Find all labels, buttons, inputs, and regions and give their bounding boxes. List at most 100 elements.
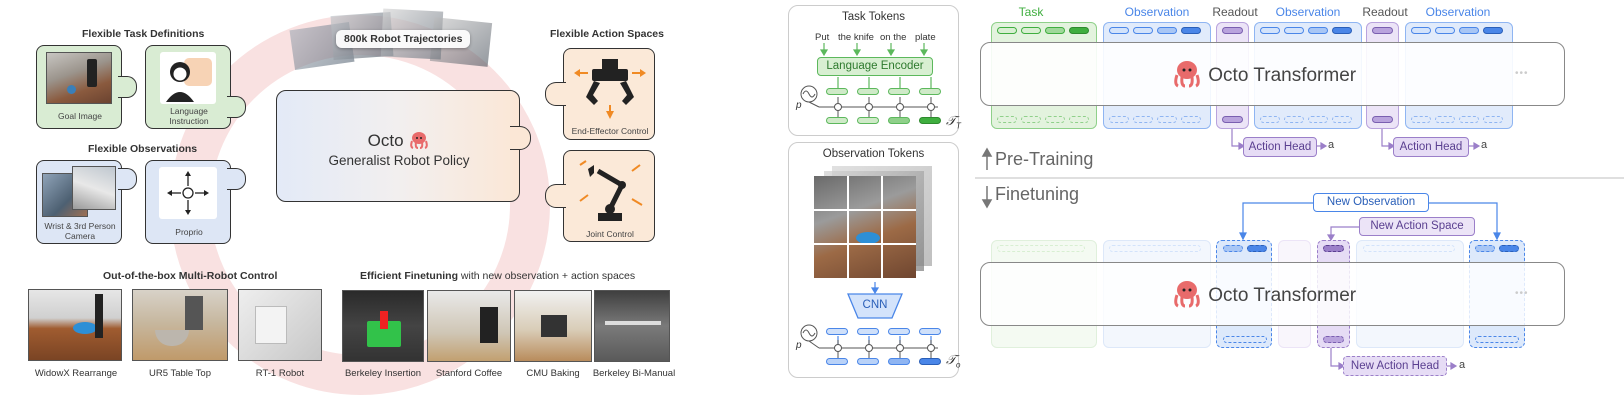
new-obs-token <box>1475 245 1495 252</box>
robot-photo-widowx <box>28 289 122 361</box>
language-label-line2: Instruction <box>169 116 209 126</box>
output-token <box>1133 116 1153 123</box>
person-speaking-icon <box>166 58 212 102</box>
piece-knob <box>118 168 137 190</box>
task-tokens-box <box>788 5 959 136</box>
header-observation-1: Observation <box>1124 5 1190 19</box>
obs-token-set-label: 𝒯o <box>946 352 961 370</box>
new-action-space-box: New Action Space <box>1359 217 1475 236</box>
token <box>1069 27 1089 34</box>
language-piece: Language Instruction <box>145 45 231 129</box>
faded-token-row <box>1109 245 1201 252</box>
token <box>1308 27 1328 34</box>
action-head-2: Action Head <box>1393 137 1469 157</box>
finetune-photo-baking <box>514 290 592 362</box>
robot-arm-icon <box>579 160 643 221</box>
output-token <box>1411 116 1431 123</box>
octopus-icon <box>1171 60 1203 88</box>
piece-knob <box>227 168 246 190</box>
pretraining-label: Pre-Training <box>995 149 1094 169</box>
finetune-caption-baking: CMU Baking <box>526 368 580 379</box>
middle-panel: Task Tokens Put the knife on the plate L… <box>780 0 970 408</box>
finetune-photo-insertion <box>342 290 424 362</box>
finetune-title: Efficient Finetuning <box>360 270 458 282</box>
new-observation-box: New Observation <box>1313 193 1429 212</box>
token <box>1181 27 1201 34</box>
task-token <box>826 88 848 95</box>
faded-token-row <box>1363 245 1455 252</box>
piece-knob <box>227 96 246 118</box>
new-readout-output-token <box>1323 336 1344 343</box>
token <box>1021 27 1041 34</box>
token <box>997 27 1017 34</box>
wrist-camera-piece: Wrist & 3rd Person Camera <box>36 160 122 244</box>
pretrain-transformer-box <box>980 42 1565 106</box>
goal-image-label: Goal Image <box>58 111 102 121</box>
finetune-subtitle: with new observation + action spaces <box>460 270 636 282</box>
task-token <box>857 117 879 124</box>
goal-image-photo <box>46 52 112 104</box>
output-token <box>1109 116 1129 123</box>
position-embedding-symbol: p <box>796 100 802 111</box>
header-readout-2: Readout <box>1362 5 1408 19</box>
piece-knob <box>545 82 566 106</box>
token <box>1260 27 1280 34</box>
obs-token <box>857 328 879 335</box>
new-obs-token <box>1247 245 1267 252</box>
left-panel: Flexible Task Definitions Goal Image Lan… <box>0 0 690 408</box>
robot-photo-rt1 <box>238 289 322 361</box>
action-head-1: Action Head <box>1243 137 1317 157</box>
task-tokens-title: Task Tokens <box>841 11 906 23</box>
finetune-caption-insertion: Berkeley Insertion <box>344 368 422 379</box>
output-token <box>1435 116 1455 123</box>
robot-caption-widowx: WidowX Rearrange <box>34 368 118 379</box>
word-plate: plate <box>915 32 936 43</box>
token <box>1459 27 1479 34</box>
gripper-icon <box>574 59 646 119</box>
piece-knob <box>118 76 137 98</box>
language-speaker-photo <box>160 52 216 104</box>
position-embedding-symbol: p <box>796 340 802 351</box>
output-token <box>1157 116 1177 123</box>
output-token <box>1308 116 1328 123</box>
observation-image-stack <box>814 166 936 282</box>
task-token <box>888 117 910 124</box>
piece-knob <box>545 184 566 208</box>
observations-title: Flexible Observations <box>88 143 198 155</box>
action-output-2: a <box>1481 139 1488 151</box>
output-token <box>1021 116 1041 123</box>
output-token <box>1459 116 1479 123</box>
action-spaces-title: Flexible Action Spaces <box>550 28 664 40</box>
task-defs-title: Flexible Task Definitions <box>82 28 205 40</box>
output-token <box>1332 116 1352 123</box>
token <box>1372 27 1393 34</box>
obs-token <box>857 358 879 365</box>
new-obs-output-token <box>1223 336 1267 343</box>
cnn-trapezoid <box>847 293 903 319</box>
goal-image-piece: Goal Image <box>36 45 122 129</box>
octo-name: Octo <box>367 131 404 150</box>
piece-knob <box>510 126 531 150</box>
faded-token-row <box>997 245 1085 252</box>
language-encoder-box: Language Encoder <box>817 57 933 76</box>
wrist-label-line1: Wrist & 3rd Person <box>44 221 116 231</box>
token <box>1222 27 1243 34</box>
robot-caption-ur5: UR5 Table Top <box>149 368 211 379</box>
joint-control-label: Joint Control <box>586 229 634 239</box>
task-token <box>857 88 879 95</box>
token <box>1411 27 1431 34</box>
obs-token <box>826 328 848 335</box>
token <box>1435 27 1455 34</box>
right-panel: Task Observation Readout Observation Rea… <box>975 0 1624 408</box>
finetune-transformer-label: Octo Transformer <box>1171 280 1356 308</box>
output-token <box>997 116 1017 123</box>
joint-control-piece: Joint Control <box>563 150 655 242</box>
new-obs-token <box>1499 245 1519 252</box>
token <box>1284 27 1304 34</box>
new-action-head-box: New Action Head <box>1343 356 1447 376</box>
generalist-policy-piece: Octo Generalist Robot Policy <box>276 90 520 202</box>
wrist-label-line2: Camera <box>64 231 96 241</box>
token <box>1332 27 1352 34</box>
new-action-output: a <box>1459 359 1466 371</box>
new-readout-token <box>1323 245 1344 252</box>
